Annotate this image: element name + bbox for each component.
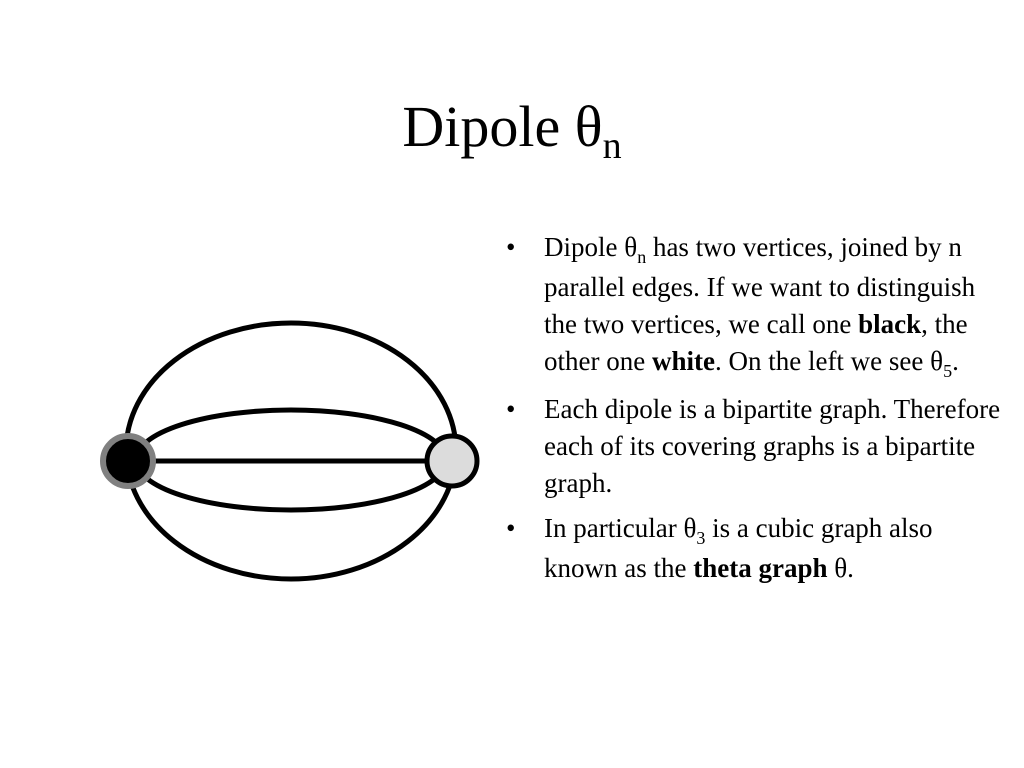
bullet-item-2: • Each dipole is a bipartite graph. Ther… — [506, 391, 1006, 502]
b1-theta-2: θ — [930, 346, 944, 376]
bullet-item-1: • Dipole θn has two vertices, joined by … — [506, 229, 1006, 383]
b3-text-2: is a cubic graph also known as the — [544, 513, 933, 583]
b1-text-1: Dipole — [544, 232, 625, 262]
b3-subscript-3: 3 — [696, 528, 706, 548]
title-text: Dipole — [402, 94, 575, 159]
b1-subscript-n: n — [637, 247, 647, 267]
b1-bold-white: white — [651, 346, 715, 376]
title-subscript: n — [602, 125, 622, 167]
b1-text-2: has two vertices, joined by n parallel e… — [544, 232, 976, 339]
b1-subscript-5: 5 — [943, 361, 953, 381]
bullet-marker: • — [506, 513, 516, 543]
white-vertex — [424, 433, 480, 489]
title-theta: θ — [574, 94, 603, 159]
black-vertex — [100, 433, 156, 489]
bullet-item-3: • In particular θ3 is a cubic graph also… — [506, 510, 1006, 587]
b1-bold-black: black — [858, 309, 922, 339]
b1-text-4: . On the left we see — [714, 346, 931, 376]
b3-theta: θ — [683, 513, 697, 543]
b1-text-3: , the other one — [544, 309, 968, 376]
b2-text: Each dipole is a bipartite graph. Theref… — [544, 394, 1001, 498]
outer-edge-ellipse — [123, 320, 459, 582]
dipole-diagram — [100, 320, 480, 582]
b3-bold-theta-graph: theta graph — [693, 553, 828, 583]
bullet-marker: • — [506, 232, 516, 262]
b1-text-5: . — [952, 346, 959, 376]
bullet-list: • Dipole θn has two vertices, joined by … — [506, 229, 1006, 595]
b3-theta-2: θ — [834, 553, 848, 583]
b1-theta: θ — [624, 232, 638, 262]
slide-title: Dipole θn — [0, 98, 1024, 166]
b3-text-4: . — [847, 553, 854, 583]
bullet-marker: • — [506, 394, 516, 424]
b3-text-1: In particular — [544, 513, 684, 543]
